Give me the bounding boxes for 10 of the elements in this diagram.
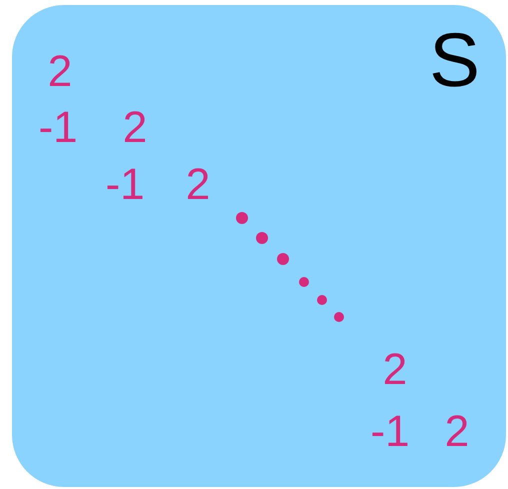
matrix-panel bbox=[12, 5, 506, 487]
matrix-entry: 2 bbox=[122, 106, 148, 150]
matrix-entry: 2 bbox=[444, 410, 470, 454]
matrix-entry: 2 bbox=[382, 348, 408, 392]
matrix-entry: -1 bbox=[370, 410, 410, 454]
matrix-entry: 2 bbox=[48, 50, 72, 94]
matrix-entry: -1 bbox=[105, 163, 145, 207]
matrix-entry: 2 bbox=[186, 163, 210, 207]
matrix-entry: -1 bbox=[38, 106, 78, 150]
matrix-symbol: S bbox=[429, 23, 480, 99]
